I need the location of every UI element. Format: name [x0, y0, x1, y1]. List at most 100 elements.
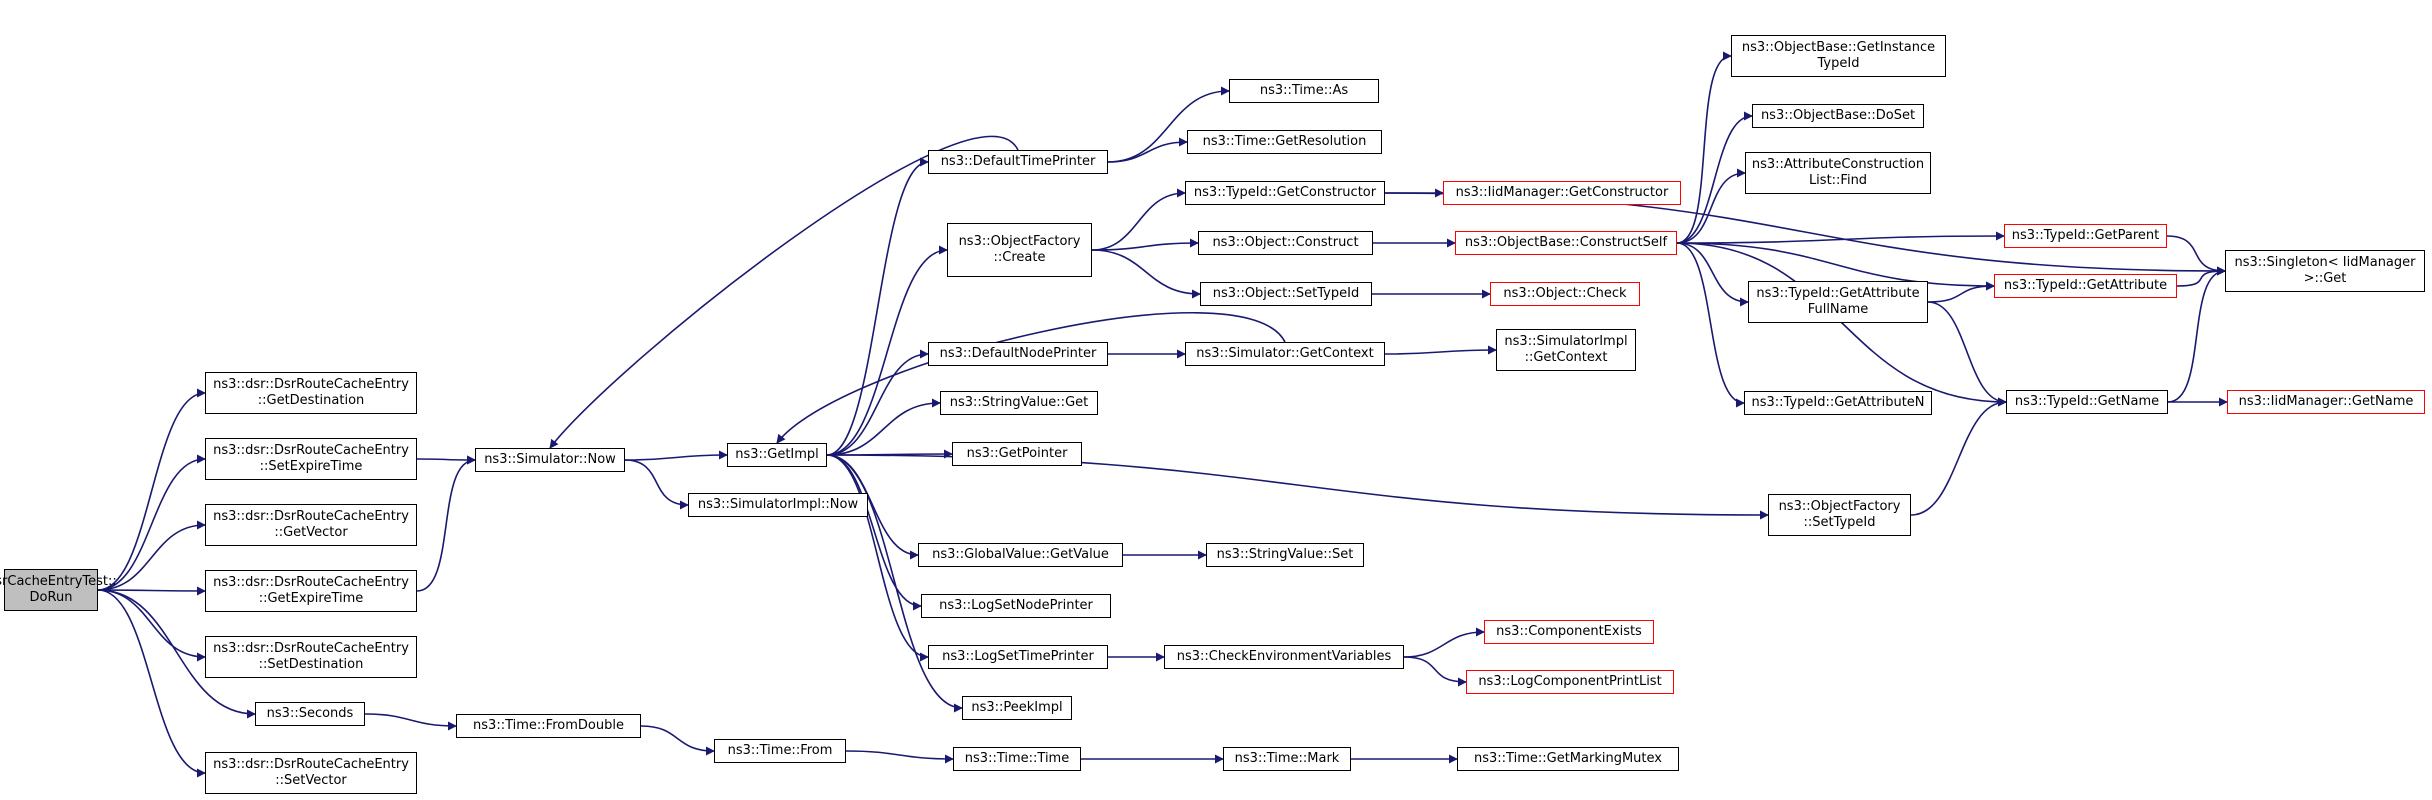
edge-obconstructself-to-tidgetparent — [1676, 231, 2005, 244]
node-getmarkmutex[interactable]: ns3::Time::GetMarkingMutex — [1457, 747, 1679, 771]
node-logsettime[interactable]: ns3::LogSetTimePrinter — [928, 645, 1108, 669]
node-simimplnow[interactable]: ns3::SimulatorImpl::Now — [688, 493, 868, 517]
node-tidgetattr[interactable]: ns3::TypeId::GetAttribute — [1994, 274, 2177, 298]
node-objfactcreate[interactable]: ns3::ObjectFactory::Create — [947, 223, 1092, 277]
node-label-line: ::SetExpireTime — [259, 459, 363, 474]
node-tidgetname[interactable]: ns3::TypeId::GetName — [2006, 390, 2168, 414]
node-label-line: ::GetVector — [274, 525, 348, 540]
edge-obconstructself-to-attrfind — [1676, 168, 1746, 244]
node-logsetnode[interactable]: ns3::LogSetNodePrinter — [921, 594, 1111, 618]
edge-obconstructself-to-tidgetattrn — [1676, 242, 1745, 408]
node-getexp[interactable]: ns3::dsr::DsrRouteCacheEntry::GetExpireT… — [205, 570, 417, 612]
node-label-line: ns3::Singleton< IidManager — [2234, 255, 2416, 270]
node-root: DsrCacheEntryTest::DoRun — [0, 569, 117, 611]
node-iidgetname[interactable]: ns3::IidManager::GetName — [2227, 390, 2425, 414]
node-strget[interactable]: ns3::StringValue::Get — [940, 391, 1098, 415]
edge-root-to-seconds — [97, 589, 256, 719]
node-label-line: ns3::Time::Time — [964, 751, 1070, 766]
node-label-line: ns3::dsr::DsrRouteCacheEntry — [213, 443, 409, 458]
node-label-line: ns3::StringValue::Set — [1216, 547, 1354, 562]
node-label-line: ns3::Time::As — [1259, 83, 1349, 98]
node-gvgetvalue[interactable]: ns3::GlobalValue::GetValue — [918, 543, 1123, 567]
edge-objfactcreate-to-objconstruct — [1091, 238, 1199, 251]
edge-root-to-setvec — [97, 589, 206, 778]
node-defnode[interactable]: ns3::DefaultNodePrinter — [928, 342, 1108, 366]
node-label-line: ns3::CheckEnvironmentVariables — [1176, 649, 1392, 664]
node-getimpl[interactable]: ns3::GetImpl — [727, 443, 827, 467]
node-simimplgetctx[interactable]: ns3::SimulatorImpl::GetContext — [1496, 329, 1636, 371]
node-logcompprint[interactable]: ns3::LogComponentPrintList — [1466, 670, 1674, 694]
node-label-line: List::Find — [1808, 173, 1868, 188]
node-fromdouble[interactable]: ns3::Time::FromDouble — [456, 714, 641, 738]
node-strset[interactable]: ns3::StringValue::Set — [1206, 543, 1364, 567]
edge-obconstructself-to-obgetinst — [1676, 51, 1732, 244]
node-label-line: ns3::Seconds — [266, 706, 354, 721]
node-objcheck[interactable]: ns3::Object::Check — [1490, 282, 1640, 306]
edge-getexp-to-simnow — [416, 455, 476, 592]
edge-obconstructself-to-obdoset — [1676, 111, 1753, 244]
node-tidgetparent[interactable]: ns3::TypeId::GetParent — [2004, 224, 2167, 248]
node-iidgetctor[interactable]: ns3::IidManager::GetConstructor — [1443, 181, 1681, 205]
node-label-line: ns3::LogSetNodePrinter — [939, 598, 1093, 613]
node-ofsettypeid[interactable]: ns3::ObjectFactory::SetTypeId — [1768, 494, 1911, 536]
edge-getimpl-to-defnode — [826, 349, 929, 456]
edge-tidgetattrfull-to-tidgetattr — [1927, 281, 1995, 303]
node-label-line: ns3::LogComponentPrintList — [1478, 674, 1662, 689]
edge-seconds-to-fromdouble — [364, 713, 457, 731]
node-label-line: ::SetVector — [275, 773, 347, 788]
node-label-line: ns3::TypeId::GetConstructor — [1193, 185, 1377, 200]
node-setvec[interactable]: ns3::dsr::DsrRouteCacheEntry::SetVector — [205, 752, 417, 794]
edge-deftime-to-simnow — [549, 135, 1019, 449]
node-timefrom[interactable]: ns3::Time::From — [714, 739, 846, 763]
node-label-line: ns3::TypeId::GetAttribute — [1756, 286, 1920, 301]
node-objsettypeid[interactable]: ns3::Object::SetTypeId — [1200, 282, 1372, 306]
node-label-line: ::SetTypeId — [1803, 515, 1876, 530]
edge-timefrom-to-timetime — [845, 750, 954, 764]
node-getpointer[interactable]: ns3::GetPointer — [952, 442, 1082, 466]
node-label-line: ns3::ObjectFactory — [958, 234, 1081, 249]
node-obconstructself[interactable]: ns3::ObjectBase::ConstructSelf — [1455, 231, 1677, 255]
node-label-line: ::GetDestination — [257, 393, 365, 408]
node-label-line: ns3::Object::SetTypeId — [1212, 286, 1360, 301]
edge-root-to-getvec — [97, 520, 206, 591]
node-getdest[interactable]: ns3::dsr::DsrRouteCacheEntry::GetDestina… — [205, 372, 417, 414]
node-label-line: ns3::dsr::DsrRouteCacheEntry — [213, 757, 409, 772]
edge-objfactcreate-to-tidgetctor — [1091, 188, 1186, 251]
node-setdest[interactable]: ns3::dsr::DsrRouteCacheEntry::SetDestina… — [205, 636, 417, 678]
node-label-line: ns3::GetPointer — [966, 446, 1068, 461]
node-compexists[interactable]: ns3::ComponentExists — [1484, 620, 1654, 644]
edge-simnow-to-getimpl — [624, 450, 728, 461]
node-timetime[interactable]: ns3::Time::Time — [953, 747, 1081, 771]
node-objconstruct[interactable]: ns3::Object::Construct — [1198, 231, 1373, 255]
node-seconds[interactable]: ns3::Seconds — [255, 702, 365, 726]
node-tidgetattrn[interactable]: ns3::TypeId::GetAttributeN — [1744, 391, 1932, 415]
edge-checkenv-to-logcompprint — [1403, 656, 1467, 687]
node-checkenv[interactable]: ns3::CheckEnvironmentVariables — [1164, 645, 1404, 669]
node-simgetctx[interactable]: ns3::Simulator::GetContext — [1185, 342, 1385, 366]
node-label-line: ns3::ObjectBase::ConstructSelf — [1464, 235, 1668, 250]
node-timemark[interactable]: ns3::Time::Mark — [1223, 747, 1351, 771]
node-label-line: ns3::DefaultNodePrinter — [939, 346, 1097, 361]
node-singleton[interactable]: ns3::Singleton< IidManager>::Get — [2225, 250, 2425, 292]
node-label-line: ::GetContext — [1524, 350, 1608, 365]
node-peekimpl[interactable]: ns3::PeekImpl — [962, 696, 1072, 720]
node-simnow[interactable]: ns3::Simulator::Now — [475, 448, 625, 472]
node-timegetres[interactable]: ns3::Time::GetResolution — [1187, 130, 1382, 154]
node-obdoset[interactable]: ns3::ObjectBase::DoSet — [1752, 104, 1924, 128]
node-timeas[interactable]: ns3::Time::As — [1229, 79, 1379, 103]
node-label-line: ns3::ObjectBase::DoSet — [1760, 108, 1916, 123]
node-label-line: ns3::GetImpl — [735, 447, 819, 462]
node-label-line: ::Create — [993, 250, 1046, 265]
node-label-line: ns3::TypeId::GetParent — [2011, 228, 2160, 243]
node-label-line: ns3::Object::Construct — [1212, 235, 1359, 250]
node-getvec[interactable]: ns3::dsr::DsrRouteCacheEntry::GetVector — [205, 504, 417, 546]
node-label-line: ns3::Simulator::GetContext — [1196, 346, 1374, 361]
node-setexp[interactable]: ns3::dsr::DsrRouteCacheEntry::SetExpireT… — [205, 438, 417, 480]
node-label-line: ns3::Time::GetMarkingMutex — [1474, 751, 1662, 766]
node-tidgetctor[interactable]: ns3::TypeId::GetConstructor — [1185, 181, 1385, 205]
node-deftime[interactable]: ns3::DefaultTimePrinter — [928, 150, 1108, 174]
